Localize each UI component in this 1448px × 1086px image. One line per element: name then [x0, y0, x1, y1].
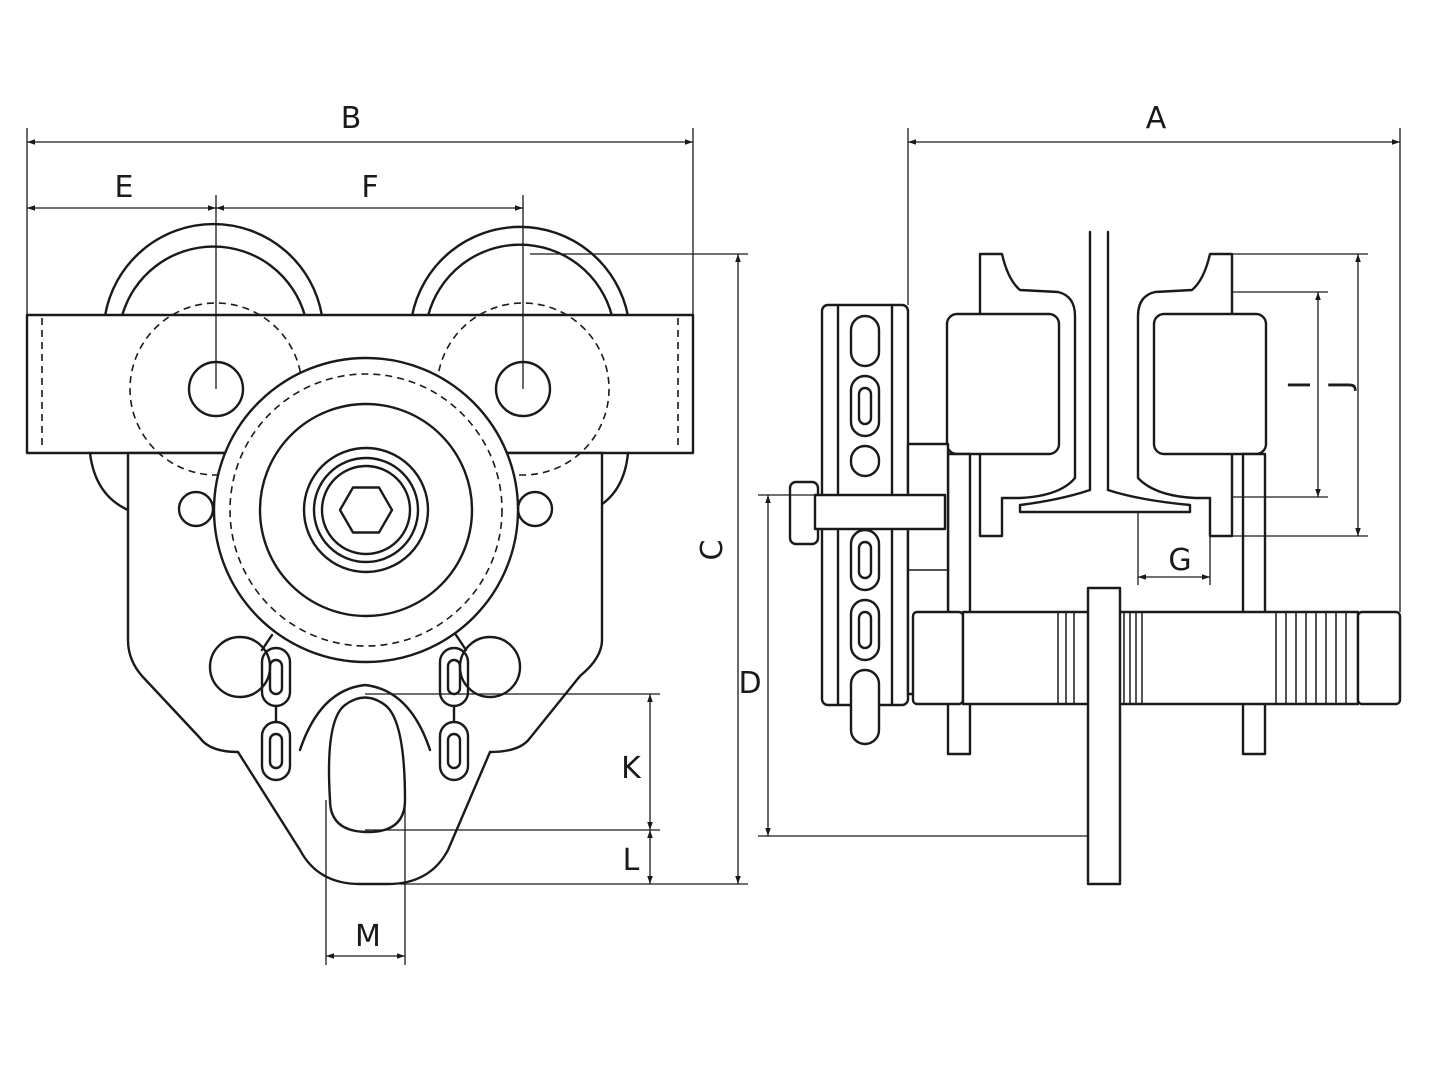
- label-b: B: [341, 101, 362, 136]
- right-top-wheel: [410, 225, 630, 318]
- label-m: M: [355, 919, 381, 954]
- label-e: E: [115, 170, 134, 205]
- left-hanger-plate: [946, 452, 972, 756]
- left-wheel-side: [945, 312, 1061, 456]
- label-g: G: [1168, 543, 1191, 578]
- label-a: A: [1146, 101, 1167, 136]
- side-hand-chain: [849, 314, 881, 746]
- label-j: J: [1323, 381, 1358, 392]
- label-k: K: [621, 751, 642, 786]
- label-d: D: [738, 666, 761, 701]
- load-eye: [327, 696, 407, 834]
- right-hanger-plate: [1241, 452, 1267, 756]
- side-view: [788, 230, 1402, 886]
- right-hand-chain: [438, 633, 470, 782]
- front-view: [25, 222, 695, 886]
- shaft-thread-lines: [1057, 612, 1347, 704]
- label-f: F: [361, 170, 378, 205]
- left-hand-chain: [260, 633, 292, 782]
- lower-shaft-nut-left: [911, 610, 965, 706]
- label-l: L: [623, 843, 640, 878]
- left-top-wheel: [103, 222, 324, 318]
- dimension-labels: B E F A C D K L M G I J: [115, 101, 1358, 954]
- lower-cross-shaft: [961, 610, 1360, 706]
- lower-shaft-nut-right: [1356, 610, 1402, 706]
- drive-shaft: [813, 493, 947, 531]
- label-i: I: [1283, 381, 1318, 390]
- i-beam: [1018, 488, 1192, 514]
- label-c: C: [695, 540, 730, 561]
- suspension-plate: [1086, 586, 1122, 886]
- hex-nut: [338, 486, 394, 534]
- right-wheel-side: [1152, 312, 1268, 456]
- dimension-lines: [26, 128, 1401, 965]
